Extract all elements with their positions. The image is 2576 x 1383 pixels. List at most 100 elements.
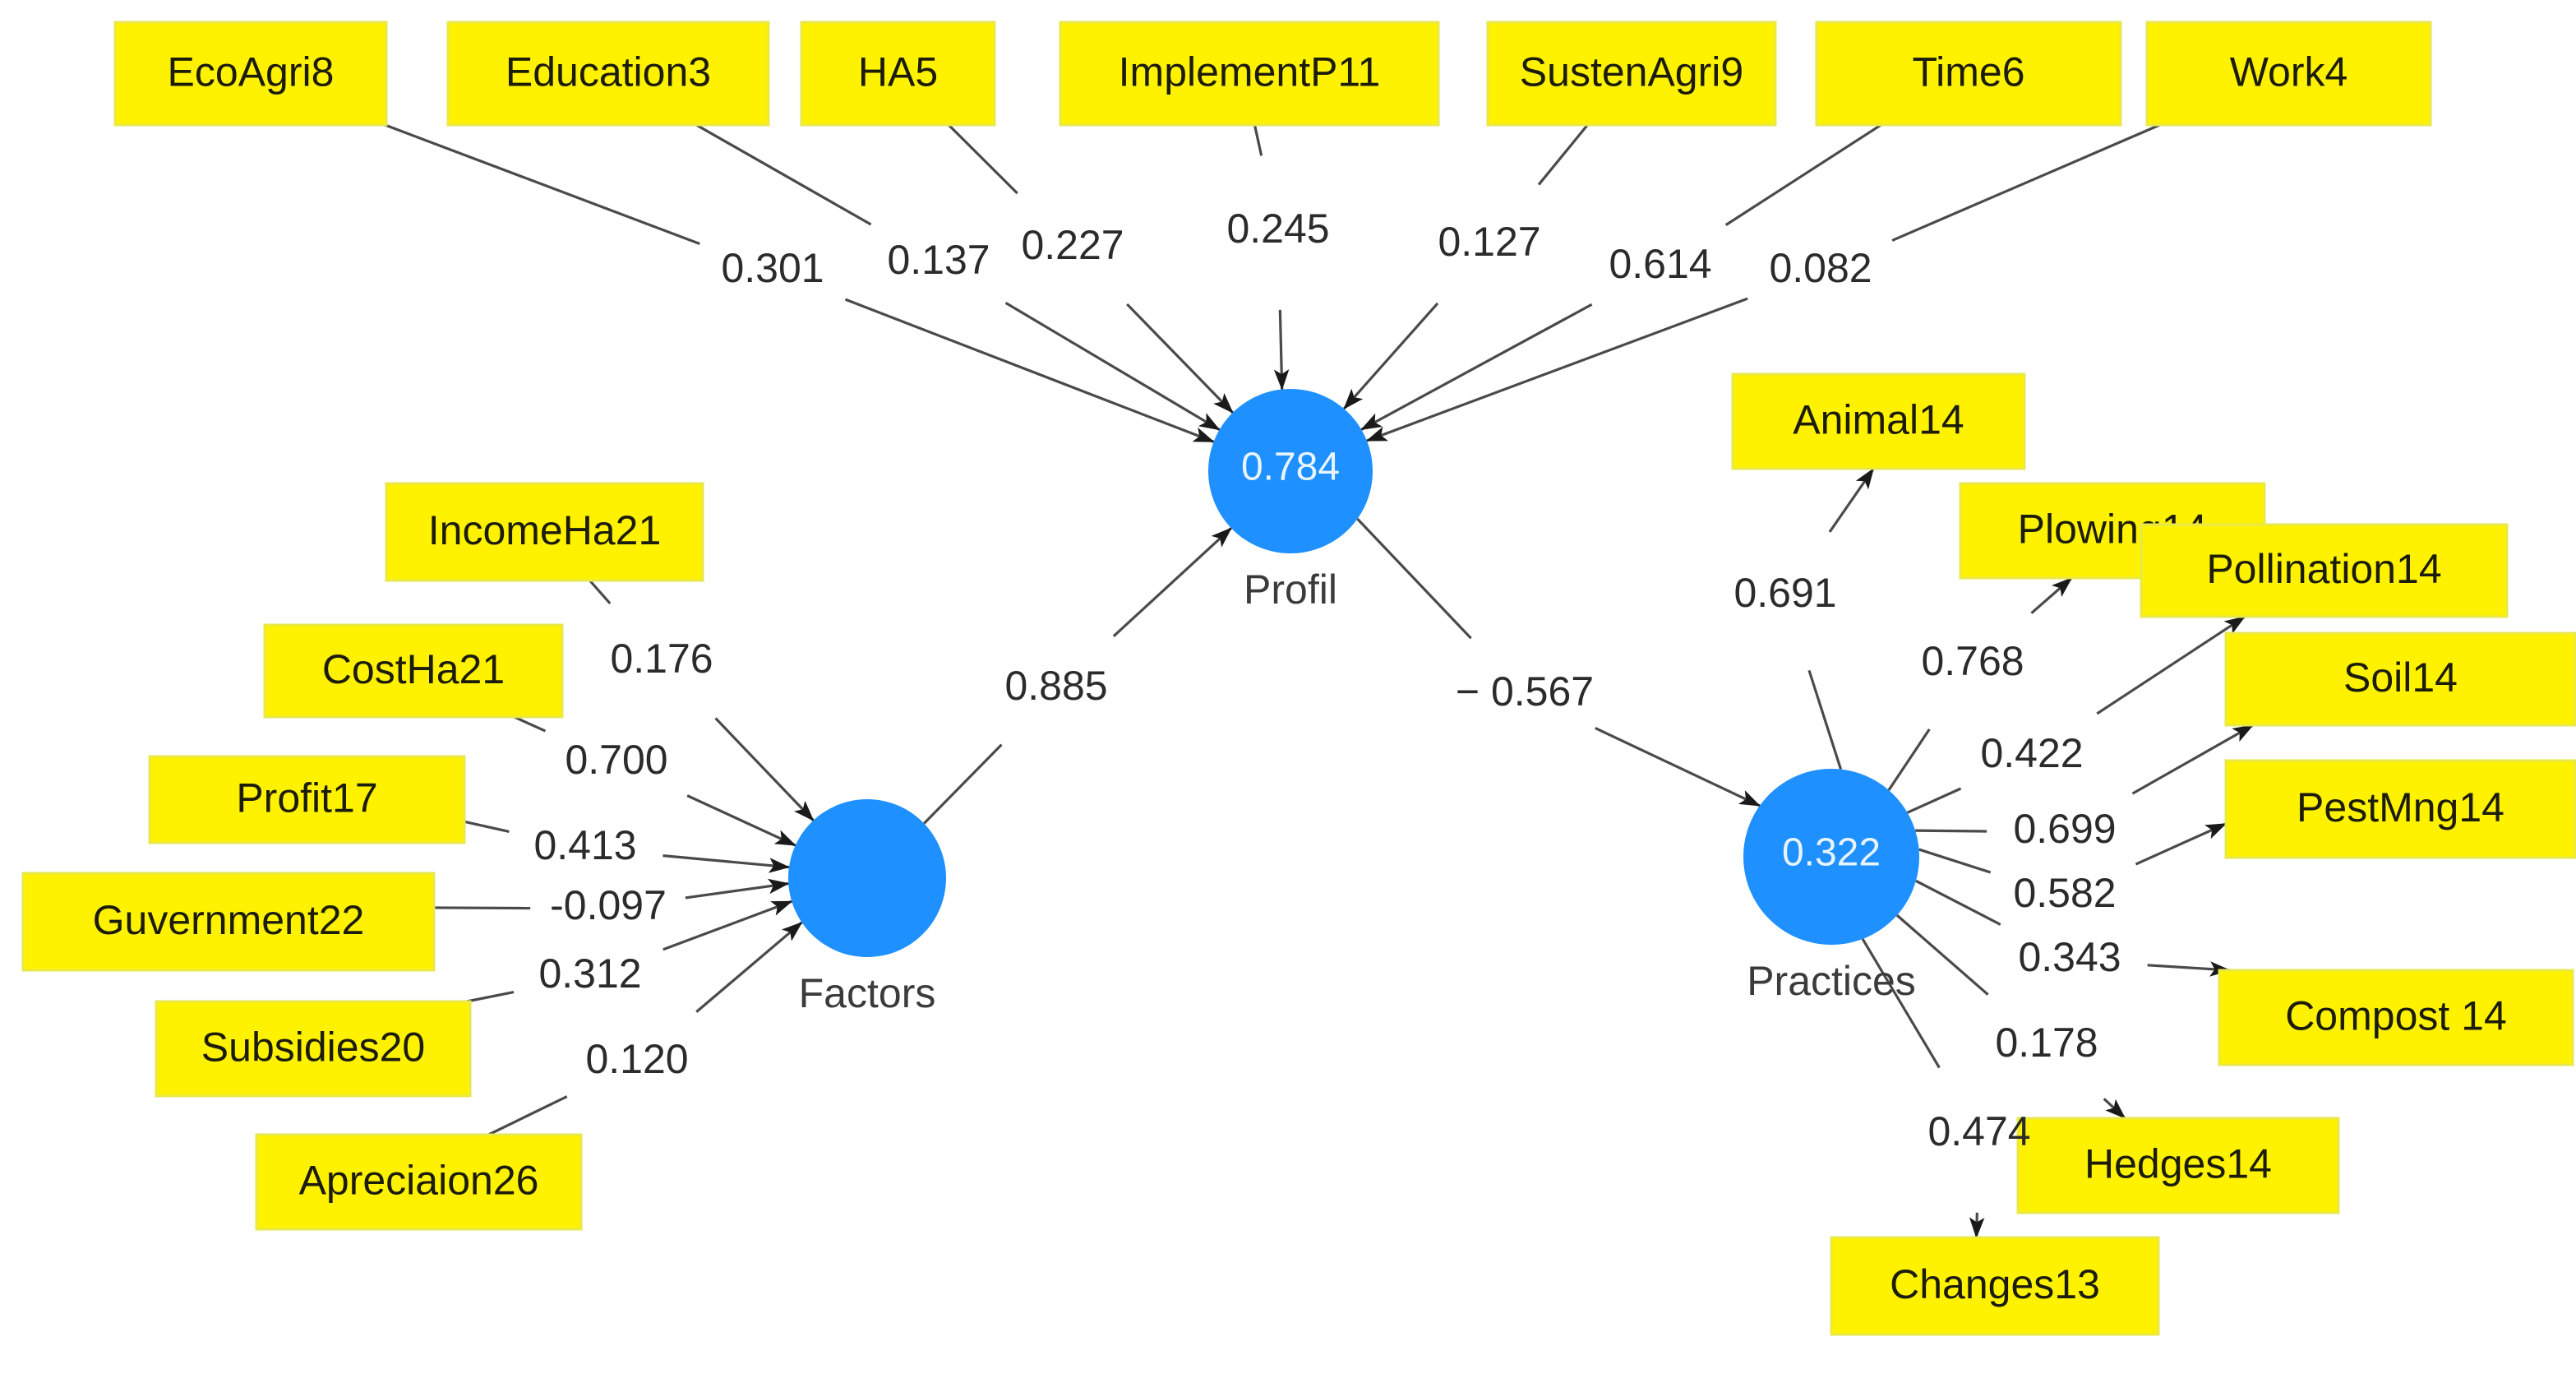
indicator-box-pestmng14[interactable] (2224, 759, 2576, 859)
path-edge-p-practices-animal14[interactable] (1807, 467, 1875, 770)
indicator-box-ecoagri8[interactable] (113, 21, 388, 127)
path-edge-p-practices-compost14[interactable] (1915, 879, 2232, 977)
indicator-label-subsidies20: Subsidies20 (201, 1025, 425, 1071)
indicator-node-animal14[interactable]: Animal14 (1731, 372, 2026, 470)
edge-stub-end-p-guvernment22-factors (685, 878, 790, 900)
edge-stub-start-p-factors-profil (923, 743, 1003, 825)
indicator-node-subsidies20[interactable]: Subsidies20 (155, 1000, 472, 1098)
indicator-box-costha21[interactable] (263, 623, 564, 719)
path-edge-p-practices-soil14[interactable] (1915, 724, 2255, 833)
indicator-label-incomeha21: IncomeHa21 (428, 507, 662, 553)
indicator-box-compost14[interactable] (2218, 969, 2574, 1066)
indicator-box-work4[interactable] (2145, 21, 2432, 127)
indicator-label-animal14: Animal14 (1793, 397, 1964, 443)
path-edge-p-ecoagri8-profil[interactable] (384, 123, 1215, 443)
latent-circle-profil[interactable] (1208, 389, 1373, 553)
indicator-node-implementp11[interactable]: ImplementP11 (1059, 21, 1440, 127)
path-edge-p-profil-practices[interactable] (1356, 517, 1761, 807)
indicator-node-time6[interactable]: Time6 (1815, 21, 2122, 127)
indicator-label-compost14: Compost 14 (2285, 993, 2507, 1039)
indicator-box-hedges14[interactable] (2016, 1117, 2340, 1214)
edge-stub-start-p-profit17-factors (464, 820, 510, 833)
indicator-box-soil14[interactable] (2224, 631, 2576, 727)
edge-stub-start-p-practices-animal14 (1807, 669, 1843, 770)
indicator-node-ecoagri8[interactable]: EcoAgri8 (113, 21, 388, 127)
latent-node-practices[interactable]: 0.322 (1743, 769, 1919, 945)
indicator-box-ha5[interactable] (800, 21, 996, 127)
indicator-box-implementp11[interactable] (1059, 21, 1440, 127)
indicator-node-guvernment22[interactable]: Guvernment22 (21, 872, 436, 972)
coefficient-label-p-sustenagri9-profil: 0.127 (1438, 219, 1540, 265)
indicator-node-apreciaion26[interactable]: Apreciaion26 (255, 1133, 583, 1231)
path-edge-p-factors-profil[interactable] (923, 527, 1232, 825)
edge-stub-end-p-incomeha21-factors (714, 717, 815, 821)
indicator-box-apreciaion26[interactable] (255, 1133, 583, 1231)
edge-stub-start-p-incomeha21-factors (589, 579, 612, 604)
coefficient-label-p-costha21-factors: 0.700 (565, 737, 667, 783)
indicator-node-pollination14[interactable]: Pollination14 (2140, 523, 2509, 618)
latent-circle-practices[interactable] (1743, 769, 1919, 945)
edge-stub-end-p-factors-profil (1112, 527, 1232, 637)
path-edge-p-practices-pestmng14[interactable] (1918, 822, 2227, 874)
indicator-box-guvernment22[interactable] (21, 872, 436, 972)
indicator-label-ecoagri8: EcoAgri8 (168, 49, 335, 95)
path-edge-p-time6-profil[interactable] (1360, 123, 1882, 431)
indicator-box-pollination14[interactable] (2140, 523, 2509, 618)
indicator-node-changes13[interactable]: Changes13 (1830, 1236, 2160, 1336)
indicator-node-profit17[interactable]: Profit17 (148, 755, 466, 844)
edge-stub-end-p-profit17-factors (662, 854, 791, 873)
indicator-node-costha21[interactable]: CostHa21 (263, 623, 564, 719)
path-edge-p-costha21-factors[interactable] (514, 715, 796, 847)
indicator-box-sustenagri9[interactable] (1486, 21, 1777, 127)
edge-stub-end-p-practices-pestmng14 (2135, 822, 2227, 866)
path-edge-p-apreciaion26-factors[interactable] (487, 921, 803, 1136)
latent-circle-factors[interactable] (788, 799, 946, 957)
indicator-node-hedges14[interactable]: Hedges14 (2016, 1117, 2340, 1214)
path-edge-p-practices-hedges14[interactable] (1895, 914, 2126, 1120)
path-edge-p-education3-profil[interactable] (695, 123, 1221, 432)
edge-stub-start-p-practices-hedges14 (1895, 914, 1989, 996)
path-edge-p-practices-plowing14[interactable] (1887, 576, 2073, 791)
indicator-box-time6[interactable] (1815, 21, 2122, 127)
path-edge-p-incomeha21-factors[interactable] (589, 579, 815, 821)
indicator-box-profit17[interactable] (148, 755, 466, 844)
path-edge-p-work4-profil[interactable] (1365, 123, 2161, 442)
coefficient-label-p-subsidies20-factors: 0.312 (538, 951, 641, 997)
indicator-node-work4[interactable]: Work4 (2145, 21, 2432, 127)
indicator-box-subsidies20[interactable] (155, 1000, 472, 1098)
edge-stub-end-p-education3-profil (1004, 302, 1221, 432)
latent-node-profil[interactable]: 0.784 (1208, 389, 1373, 553)
indicator-label-costha21: CostHa21 (322, 646, 505, 692)
path-edge-p-ha5-profil[interactable] (948, 123, 1234, 414)
indicator-node-education3[interactable]: Education3 (446, 21, 770, 127)
indicator-box-incomeha21[interactable] (385, 482, 704, 582)
coefficient-label-p-implementp11-profil: 0.245 (1226, 206, 1329, 252)
indicator-node-compost14[interactable]: Compost 14 (2218, 969, 2574, 1066)
indicator-node-ha5[interactable]: HA5 (800, 21, 996, 127)
path-edge-p-subsidies20-factors[interactable] (466, 900, 793, 1003)
indicator-label-pollination14: Pollination14 (2206, 546, 2441, 592)
path-edge-p-practices-pollination14[interactable] (1906, 615, 2246, 814)
edge-stub-end-p-practices-changes13 (1969, 1212, 1985, 1239)
indicator-box-education3[interactable] (446, 21, 770, 127)
indicator-node-sustenagri9[interactable]: SustenAgri9 (1486, 21, 1777, 127)
edge-stub-start-p-costha21-factors (514, 715, 547, 733)
path-edge-p-sustenagri9-profil[interactable] (1342, 123, 1589, 410)
indicator-node-soil14[interactable]: Soil14 (2224, 631, 2576, 727)
path-edge-p-guvernment22-factors[interactable] (433, 878, 790, 910)
indicator-node-incomeha21[interactable]: IncomeHa21 (385, 482, 704, 582)
coefficient-label-p-ecoagri8-profil: 0.301 (721, 245, 824, 291)
edge-stub-end-p-practices-pollination14 (2096, 615, 2246, 715)
indicator-label-implementp11: ImplementP11 (1119, 49, 1381, 95)
path-edge-p-profit17-factors[interactable] (464, 820, 791, 873)
indicator-node-pestmng14[interactable]: PestMng14 (2224, 759, 2576, 859)
edge-stub-start-p-profil-practices (1356, 517, 1472, 640)
path-edge-p-implementp11-profil[interactable] (1253, 124, 1290, 391)
coefficient-label-p-profit17-factors: 0.413 (533, 822, 636, 868)
indicator-box-animal14[interactable] (1731, 372, 2026, 470)
path-edge-p-practices-changes13[interactable] (1861, 938, 1985, 1239)
indicator-box-changes13[interactable] (1830, 1236, 2160, 1336)
edge-stub-end-p-costha21-factors (686, 794, 796, 847)
latent-node-factors[interactable] (788, 799, 946, 957)
coefficient-label-p-work4-profil: 0.082 (1769, 245, 1872, 291)
